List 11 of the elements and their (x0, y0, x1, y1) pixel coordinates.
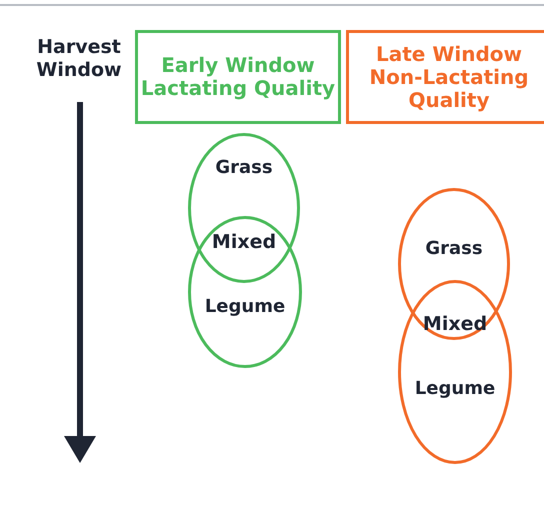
header-box (346, 30, 544, 124)
category-label: Grass (214, 157, 274, 178)
header-box (135, 30, 341, 124)
category-label: Legume (204, 296, 286, 317)
category-label: Grass (424, 238, 484, 259)
axis-title: Harvest Window (35, 36, 123, 82)
header-text: Early Window Lactating Quality (140, 54, 336, 100)
category-label: Legume (414, 378, 496, 399)
overlap-label: Mixed (422, 313, 488, 336)
header-text: Late Window Non-Lactating Quality (368, 42, 530, 112)
overlap-label: Mixed (210, 231, 278, 254)
